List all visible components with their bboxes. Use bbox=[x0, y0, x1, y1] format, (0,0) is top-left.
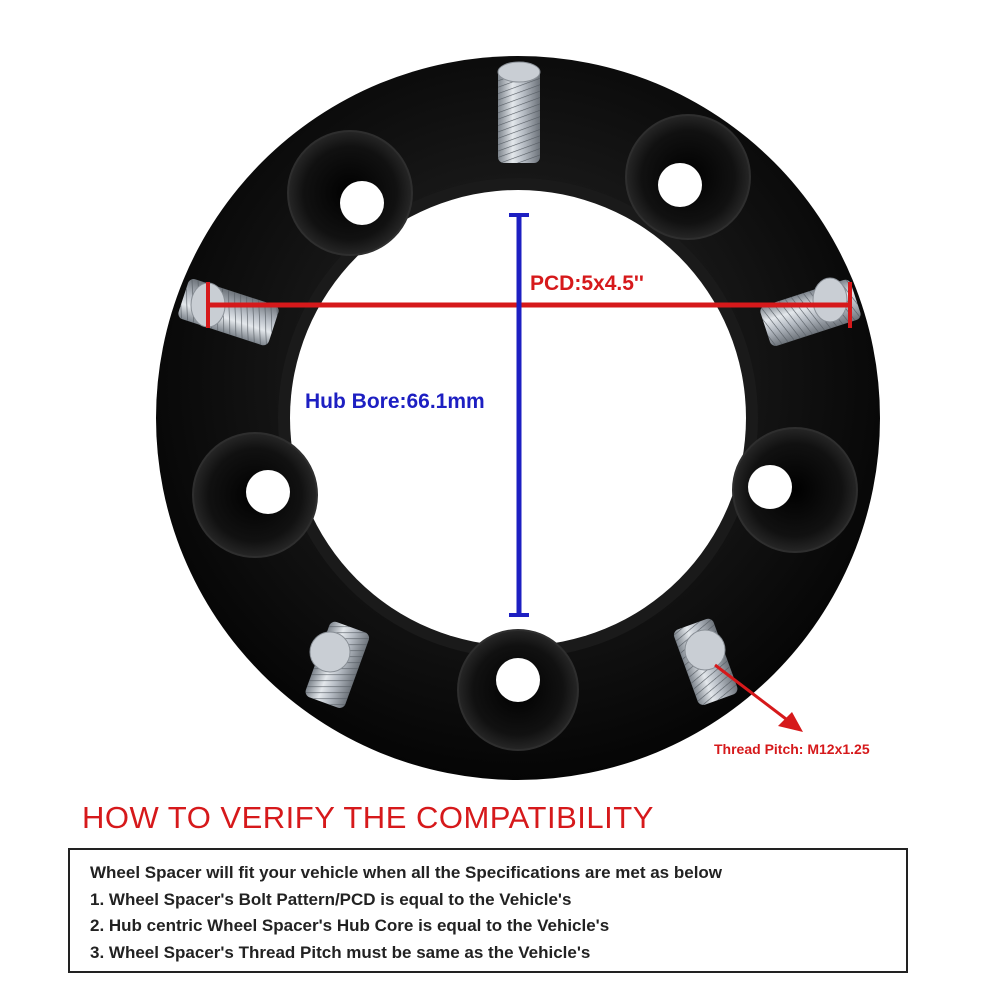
lug-pocket bbox=[457, 629, 579, 751]
lug-pocket bbox=[625, 114, 751, 240]
compatibility-heading: HOW TO VERIFY THE COMPATIBILITY bbox=[82, 800, 654, 835]
wheel-stud bbox=[178, 279, 279, 346]
lug-pocket bbox=[192, 432, 318, 558]
spec-item-thread-pitch: 3. Wheel Spacer's Thread Pitch must be s… bbox=[90, 942, 591, 962]
lug-pocket bbox=[287, 130, 413, 256]
hub-bore-dimension-line bbox=[509, 213, 529, 617]
lug-pocket bbox=[732, 427, 858, 553]
hub-bore-label: Hub Bore:66.1mm bbox=[305, 390, 485, 413]
wheel-stud bbox=[673, 618, 738, 705]
spec-intro: Wheel Spacer will fit your vehicle when … bbox=[90, 863, 723, 882]
wheel-stud bbox=[305, 621, 370, 708]
thread-pitch-label: Thread Pitch: M12x1.25 bbox=[714, 741, 870, 757]
wheel-stud bbox=[760, 277, 861, 346]
pcd-label: PCD:5x4.5'' bbox=[530, 272, 644, 295]
thread-pitch-arrow bbox=[714, 663, 803, 732]
pcd-dimension-line bbox=[206, 282, 852, 328]
spec-item-hub-core: 2. Hub centric Wheel Spacer's Hub Core i… bbox=[90, 916, 610, 935]
spec-item-bolt-pattern: 1. Wheel Spacer's Bolt Pattern/PCD is eq… bbox=[90, 889, 572, 909]
specification-box: Wheel Spacer will fit your vehicle when … bbox=[68, 848, 908, 973]
wheel-spacer-illustration bbox=[156, 56, 880, 780]
wheel-stud bbox=[497, 61, 541, 163]
